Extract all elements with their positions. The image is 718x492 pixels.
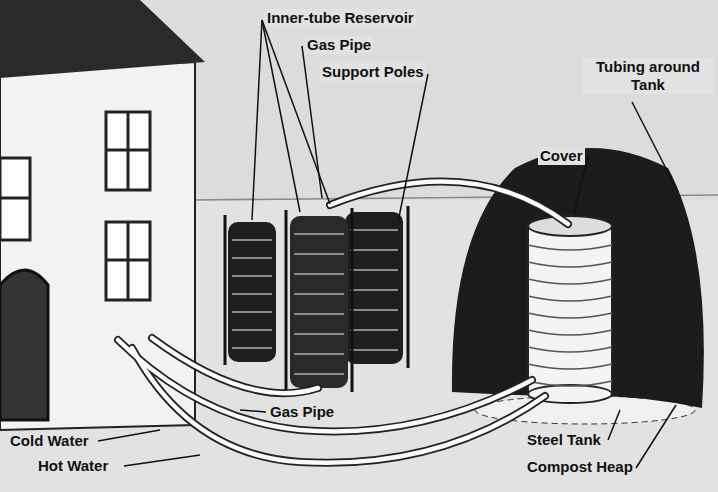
part-label: Gas Pipe — [268, 403, 336, 421]
pipes — [118, 182, 568, 463]
part-label: Compost Heap — [525, 458, 635, 476]
part-label: Inner-tube Reservoir — [265, 9, 416, 27]
house-door — [0, 270, 48, 420]
steel-tank — [528, 216, 612, 403]
part-label: Support Poles — [320, 63, 426, 81]
part-label: Cover — [538, 147, 585, 165]
part-label: Tubing around Tank — [582, 58, 714, 94]
part-label: Cold Water — [8, 432, 91, 450]
part-label: Steel Tank — [525, 431, 603, 449]
house-roof — [0, 0, 205, 78]
inner-tube-reservoir — [225, 206, 408, 392]
part-label: Hot Water — [36, 457, 110, 475]
part-label: Gas Pipe — [305, 36, 373, 54]
